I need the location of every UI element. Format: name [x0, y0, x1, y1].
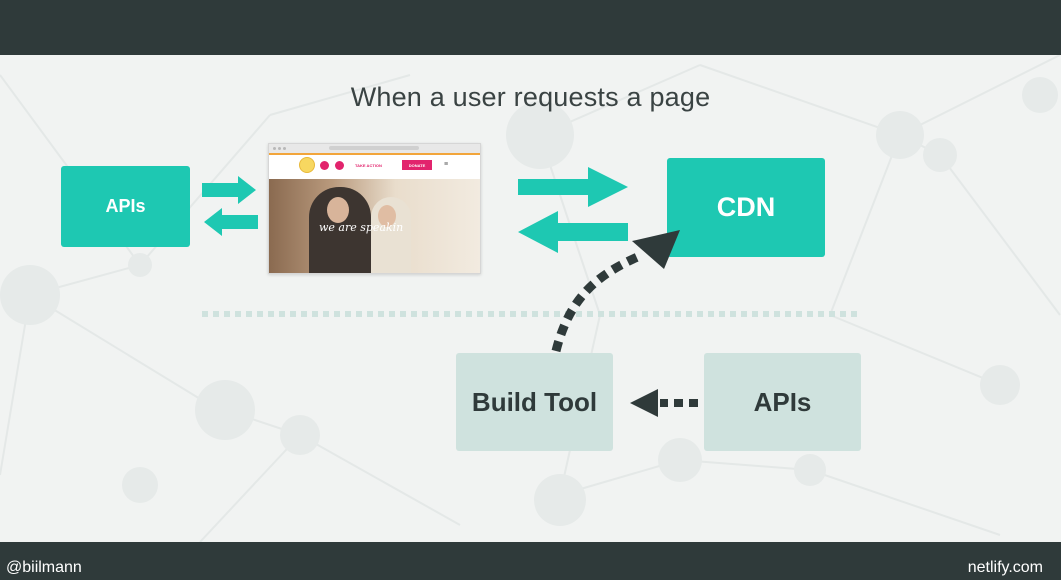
footer-site: netlify.com [967, 559, 1043, 576]
website-logo-icon [299, 157, 315, 173]
donate-button: DONATE [402, 160, 432, 170]
website-nav: TAKE ACTION DONATE ≡ [269, 153, 480, 179]
window-dot-icon [273, 147, 276, 150]
take-action-link: TAKE ACTION [355, 163, 382, 168]
footer-bar: @biilmann netlify.com [0, 542, 1061, 580]
build-to-cdn-arrowhead [632, 230, 680, 269]
apis-node-left: APIs [61, 166, 190, 247]
build-to-cdn-dotted-arrow [551, 250, 644, 353]
build-tool-node-label: Build Tool [471, 386, 598, 417]
url-bar [329, 146, 419, 150]
apis-node-right: APIs [704, 353, 861, 451]
window-dot-icon [278, 147, 281, 150]
apis-node-left-label: APIs [105, 196, 146, 216]
diagram-arrows [202, 167, 860, 417]
slide: When a user requests a page APIs TAKE AC… [0, 55, 1061, 542]
website-hero-image: we are speakin [269, 179, 480, 273]
browser-chrome [269, 144, 480, 153]
hero-face-2 [378, 205, 396, 227]
cdn-node-label: CDN [716, 192, 776, 222]
facebook-icon [320, 161, 329, 170]
website-cdn-arrows [518, 167, 628, 253]
twitter-icon [335, 161, 344, 170]
apis-node-right-label: APIs [753, 386, 812, 417]
slide-title: When a user requests a page [350, 82, 711, 112]
hero-face-1 [327, 197, 349, 223]
apis-to-build-arrowhead [630, 389, 658, 417]
cdn-node: CDN [667, 158, 825, 257]
build-tool-node: Build Tool [456, 353, 613, 451]
apis-website-arrows [202, 176, 258, 236]
website-thumbnail: TAKE ACTION DONATE ≡ we are speakin [268, 143, 481, 274]
author-handle: @biilmann [6, 559, 82, 576]
top-bar [0, 0, 1061, 55]
donate-label: DONATE [408, 162, 426, 168]
hero-script-text: we are speakin [319, 221, 404, 234]
window-dot-icon [283, 147, 286, 150]
hamburger-menu-icon: ≡ [444, 161, 449, 168]
